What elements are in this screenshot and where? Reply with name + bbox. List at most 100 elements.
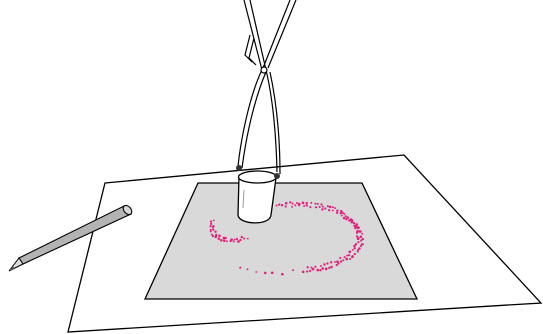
trace-dot (230, 238, 233, 241)
trace-dot (360, 235, 363, 238)
trace-dot (264, 272, 267, 275)
trace-dot (218, 235, 221, 238)
trace-dot (214, 230, 216, 232)
trace-dot (357, 226, 360, 229)
trace-dot (361, 233, 363, 235)
trace-dot (360, 245, 362, 247)
trace-dot (342, 259, 344, 261)
trace-dot (314, 203, 316, 205)
trace-dot (328, 267, 330, 269)
trace-dot (292, 203, 294, 205)
trace-dot (349, 258, 351, 260)
trace-dot (357, 241, 359, 243)
trace-dot (306, 202, 308, 204)
trace-dot (319, 269, 321, 271)
trace-dot (210, 223, 212, 225)
trace-dot (334, 261, 336, 263)
trace-dot (220, 239, 223, 242)
trace-dot (309, 206, 311, 208)
trace-dot (247, 268, 249, 270)
trace-dot (303, 205, 305, 207)
trace-dot (234, 239, 236, 241)
trace-dot (281, 204, 283, 206)
trace-dot (332, 206, 334, 208)
trace-dot (329, 206, 332, 209)
trace-dot (326, 262, 328, 264)
trace-dot (351, 255, 354, 258)
trace-dot (309, 270, 311, 272)
trace-dot (213, 219, 215, 221)
trace-dot (302, 202, 305, 205)
trace-dot (292, 269, 294, 271)
trace-dot (354, 253, 356, 255)
trace-dot (353, 225, 355, 227)
trace-dot (328, 209, 330, 211)
trace-dot (320, 203, 322, 205)
trace-dot (298, 205, 300, 207)
trace-dot (321, 208, 323, 210)
trace-dot (210, 220, 212, 222)
trace-dot (291, 206, 293, 208)
trace-dot (209, 225, 211, 227)
trace-dot (340, 260, 342, 262)
trace-dot (226, 240, 228, 242)
trace-dot (343, 217, 346, 220)
trace-dot (357, 238, 360, 241)
trace-dot (356, 232, 358, 234)
trace-dot (319, 206, 321, 208)
trace-dot (334, 207, 336, 209)
trace-dot (212, 225, 214, 227)
trace-dot (296, 202, 298, 204)
trace-dot (348, 254, 350, 256)
trace-dot (348, 219, 351, 222)
trace-dot (346, 255, 348, 257)
trace-dot (271, 271, 274, 274)
trace-dot (210, 229, 212, 231)
trace-dot (339, 257, 341, 259)
trace-dot (330, 261, 332, 263)
trace-dot (243, 237, 245, 239)
trace-dot (353, 222, 355, 224)
trace-dot (336, 212, 338, 214)
trace-dot (362, 238, 364, 240)
trace-dot (218, 237, 221, 240)
trace-dot (332, 209, 334, 211)
trace-dot (320, 265, 322, 267)
trace-dot (294, 204, 296, 206)
trace-dot (311, 267, 313, 269)
trace-dot (317, 203, 319, 205)
trace-dot (212, 229, 214, 231)
trace-dot (336, 209, 338, 211)
trace-dot (306, 270, 308, 272)
trace-dot (359, 230, 362, 233)
trace-dot (360, 239, 362, 241)
trace-dot (310, 202, 312, 204)
trace-dot (237, 240, 240, 243)
trace-dot (314, 266, 316, 268)
trace-dot (215, 234, 217, 236)
trace-dot (278, 203, 280, 205)
trace-dot (239, 239, 241, 241)
trace-dot (330, 266, 332, 268)
trace-dot (223, 237, 226, 240)
trace-dot (345, 258, 348, 261)
trace-dot (236, 238, 238, 240)
trace-dot (350, 221, 352, 223)
trace-dot (344, 256, 346, 258)
trace-dot (340, 212, 342, 214)
pendulum-strings (238, 0, 296, 174)
trace-dot (233, 241, 235, 243)
trace-dot (325, 268, 328, 271)
trace-dot (343, 213, 345, 215)
trace-dot (322, 206, 324, 208)
trace-dot (357, 250, 359, 252)
trace-dot (345, 218, 347, 220)
trace-dot (289, 201, 291, 203)
trace-dot (305, 204, 307, 206)
trace-dot (336, 260, 339, 263)
trace-dot (211, 234, 213, 236)
trace-dot (255, 271, 257, 273)
trace-dot (321, 267, 324, 270)
trace-dot (247, 238, 249, 240)
